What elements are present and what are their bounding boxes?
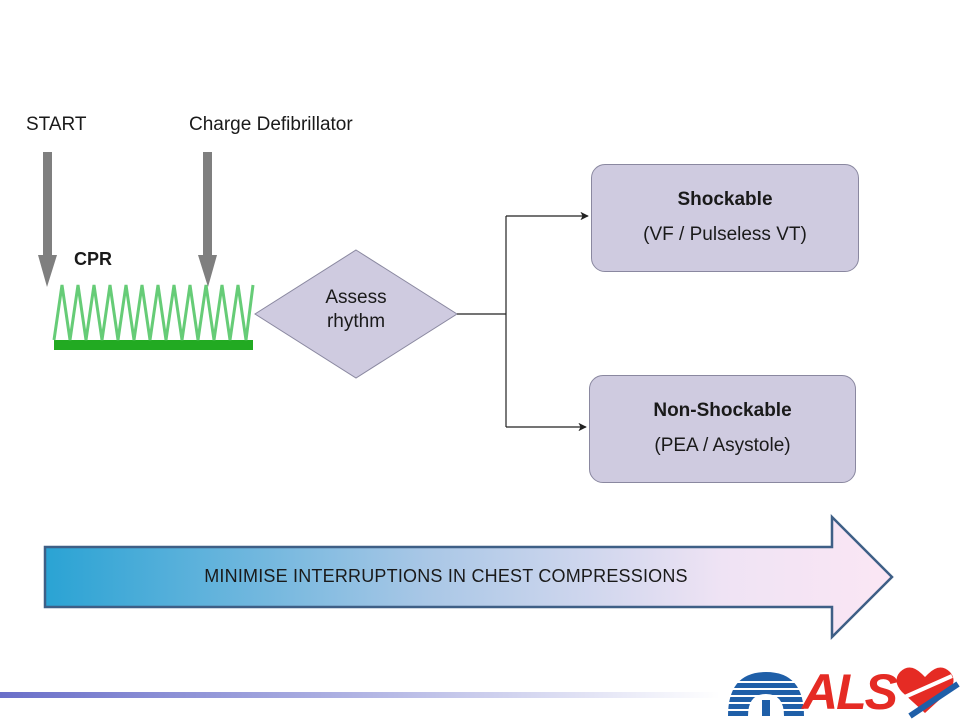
assess-rhythm-line1: Assess [325,287,387,308]
cpr-label: CPR [74,249,113,269]
shockable-title: Shockable [677,189,773,210]
charge-arrow [198,152,217,287]
heart-icon [896,667,960,719]
footer-rule [0,692,720,698]
als-logo-text: ALS [802,664,898,720]
assess-rhythm-label: Assess rhythm [300,286,412,334]
non-shockable-subtitle: (PEA / Asystole) [654,435,791,456]
banner-arrow [43,513,894,641]
shockable-box: Shockable (VF / Pulseless VT) [591,164,859,272]
non-shockable-title: Non-Shockable [653,400,792,421]
start-arrow [38,152,57,287]
non-shockable-box: Non-Shockable (PEA / Asystole) [589,375,856,483]
charge-defibrillator-label: Charge Defibrillator [189,114,353,135]
assess-rhythm-line2: rhythm [326,311,386,332]
assess-rhythm-diamond [254,249,458,379]
start-label: START [26,114,87,135]
als-dome-icon [728,672,804,716]
cpr-waveform [52,284,255,350]
branch-connectors [457,211,589,432]
banner-text: MINIMISE INTERRUPTIONS IN CHEST COMPRESS… [204,566,688,586]
shockable-subtitle: (VF / Pulseless VT) [643,224,807,245]
